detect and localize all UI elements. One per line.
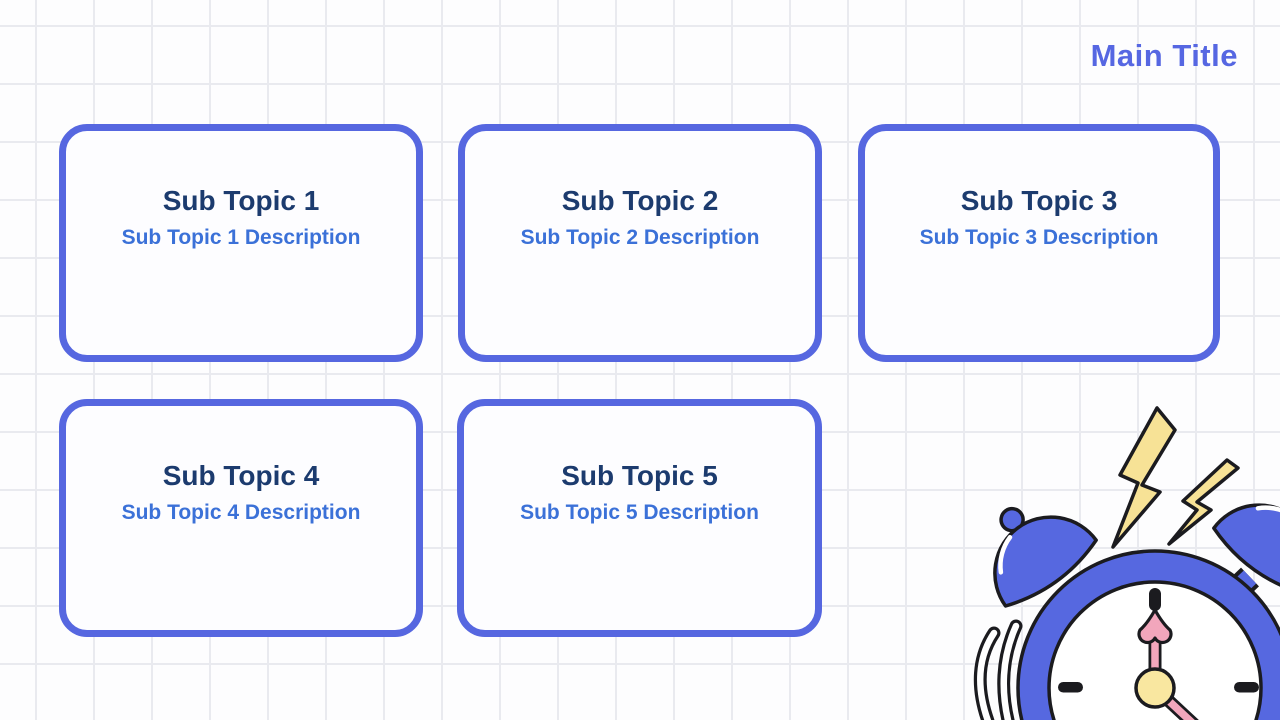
- subtopic-title: Sub Topic 2: [561, 185, 719, 216]
- subtopic-title: Sub Topic 1: [162, 185, 320, 216]
- vibration-marks-icon: [973, 619, 1023, 720]
- subtopic-card-3[interactable]: Sub Topic 3 Sub Topic 3 Description: [858, 124, 1220, 362]
- main-title[interactable]: Main Title: [1090, 38, 1238, 73]
- clock-center: [1134, 667, 1176, 709]
- bell-left-icon: [993, 506, 1098, 608]
- lightning-bolt-icon: [1111, 406, 1177, 549]
- bell-right-icon: [1212, 503, 1280, 596]
- subtopic-description: Sub Topic 3 Description: [919, 226, 1159, 250]
- subtopic-title: Sub Topic 3: [960, 185, 1118, 216]
- lightning-bolt-icon: [1167, 458, 1240, 546]
- subtopic-title: Sub Topic 5: [561, 460, 718, 491]
- clock-tick-marks: [1058, 588, 1259, 693]
- subtopic-card-1[interactable]: Sub Topic 1 Sub Topic 1 Description: [59, 124, 423, 362]
- subtopic-description: Sub Topic 1 Description: [121, 226, 361, 250]
- subtopic-description: Sub Topic 5 Description: [520, 501, 759, 525]
- subtopic-card-4[interactable]: Sub Topic 4 Sub Topic 4 Description: [59, 399, 423, 637]
- subtopic-card-5[interactable]: Sub Topic 5 Sub Topic 5 Description: [457, 399, 822, 637]
- subtopic-title: Sub Topic 4: [162, 460, 320, 491]
- subtopic-card-2[interactable]: Sub Topic 2 Sub Topic 2 Description: [458, 124, 822, 362]
- alarm-clock-illustration: [973, 406, 1280, 720]
- subtopic-description: Sub Topic 4 Description: [121, 501, 361, 525]
- subtopic-description: Sub Topic 2 Description: [520, 226, 760, 250]
